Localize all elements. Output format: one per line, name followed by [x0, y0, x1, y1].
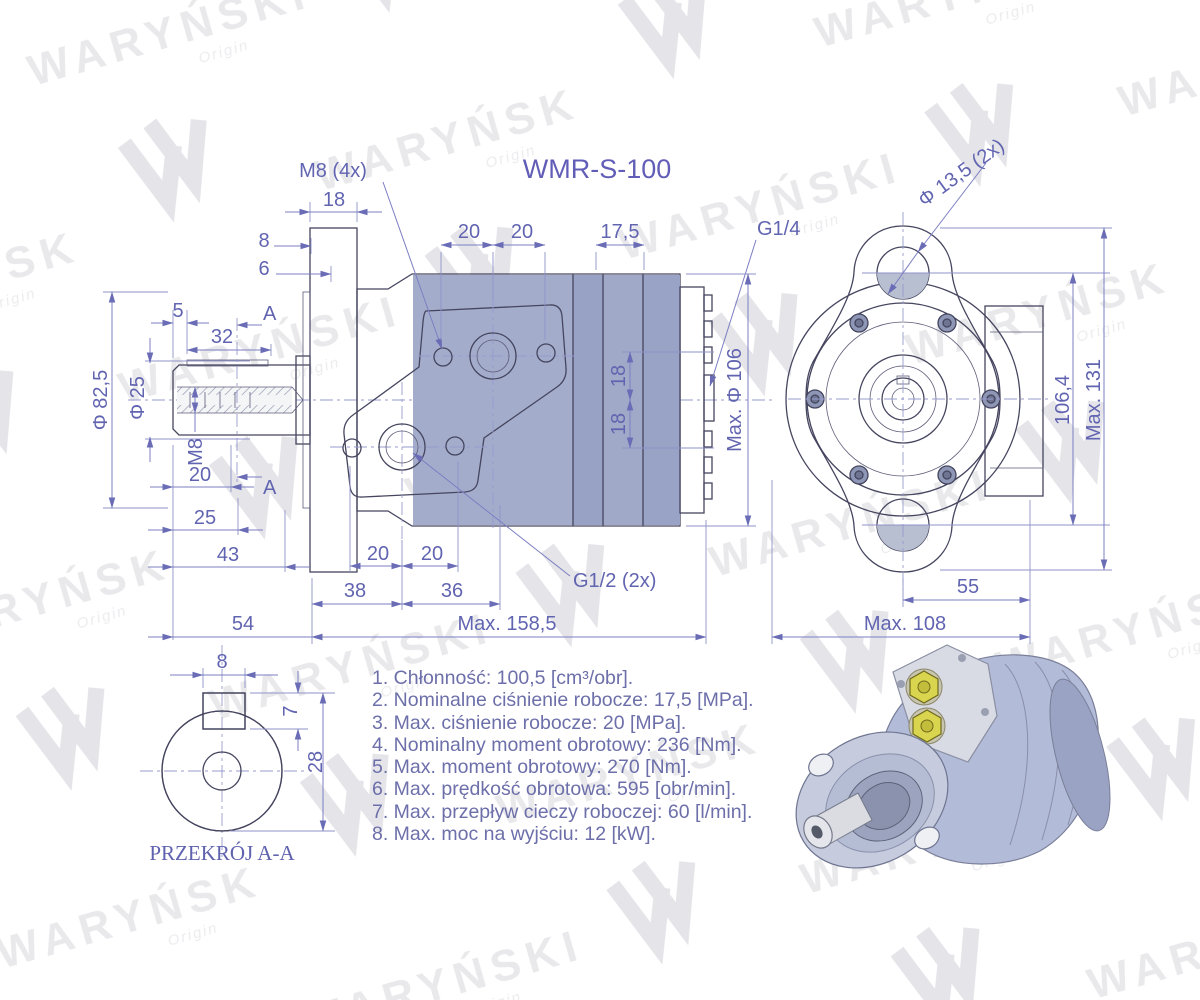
dim-dia-82-5: Φ 82,5 — [90, 370, 112, 430]
dim-36: 36 — [441, 580, 463, 602]
dim-25: 25 — [194, 507, 216, 529]
dim-20-top-a: 20 — [458, 221, 480, 243]
section-dimensions: 8 7 28 — [170, 651, 335, 832]
shaft-front — [881, 377, 925, 421]
dim-32: 32 — [211, 326, 233, 348]
g12-port-bottom — [378, 423, 426, 471]
render-plug-1 — [905, 668, 943, 706]
dim-6: 6 — [258, 258, 269, 280]
dim-max-108: Max. 108 — [864, 613, 946, 635]
dim-max-dia-106: Max. Φ 106 — [724, 348, 746, 452]
front-view: Φ 13,5 (2x) 106,4 Max. 131 55 Max. 108 — [771, 135, 1112, 644]
dim-5: 5 — [172, 300, 183, 322]
dim-38: 38 — [344, 580, 366, 602]
dim-20-thread-depth: 20 — [189, 464, 211, 486]
render-3d — [795, 644, 1111, 869]
g12-port-top — [469, 332, 517, 380]
g14-port-boss — [703, 374, 715, 422]
spec-item-4: 4. Nominalny moment obrotowy: 236 [Nm]. — [372, 734, 742, 756]
spec-item-7: 7. Max. przepływ cieczy roboczej: 60 [l/… — [372, 801, 752, 823]
dim-18-flange: 18 — [323, 189, 345, 211]
dim-20-bottom-b: 20 — [421, 543, 443, 565]
spec-item-5: 5. Max. moment obrotowy: 270 [Nm]. — [372, 756, 692, 778]
m8-holes — [342, 343, 556, 458]
spec-list: 1. Chłonność: 100,5 [cm³/obr]. 2. Nomina… — [372, 667, 754, 845]
section-cut-marks: A A — [236, 303, 277, 499]
dim-20-bottom-a: 20 — [367, 543, 389, 565]
render-port-plate — [892, 644, 998, 763]
port-plate-side — [330, 300, 580, 540]
dim-17-5: 17,5 — [601, 221, 640, 243]
dim-m8-thread: M8 — [185, 438, 207, 466]
spec-item-2: 2. Nominalne ciśnienie robocze: 17,5 [MP… — [372, 689, 754, 711]
dim-54: 54 — [232, 613, 254, 635]
label-g12: G1/2 (2x) — [573, 570, 656, 592]
dim-18-cap-b: 18 — [608, 413, 630, 435]
page-title: WMR-S-100 — [523, 154, 672, 184]
dim-max-131: Max. 131 — [1083, 359, 1105, 441]
dim-106-4: 106,4 — [1052, 375, 1074, 425]
shaft-section — [161, 710, 283, 832]
dim-max-158-5: Max. 158,5 — [458, 613, 557, 635]
dim-8: 8 — [258, 230, 269, 252]
spec-item-1: 1. Chłonność: 100,5 [cm³/obr]. — [372, 667, 633, 689]
label-m8-4x: M8 (4x) — [299, 160, 367, 182]
dim-key-height-7: 7 — [280, 705, 302, 716]
section-caption: PRZEKRÓJ A-A — [149, 841, 295, 865]
dim-dia-25: Φ 25 — [127, 376, 149, 420]
render-shaft — [803, 792, 873, 849]
section-view: 8 7 28 PRZEKRÓJ A-A — [140, 645, 335, 865]
section-mark-a-top: A — [263, 303, 277, 325]
center-bore-section — [202, 751, 242, 791]
dim-key-width-8: 8 — [216, 651, 227, 673]
dim-55: 55 — [957, 576, 979, 598]
side-view-dimensions: 18 8 6 M8 (4x) 5 32 — [90, 160, 800, 644]
spec-item-6: 6. Max. prędkość obrotowa: 595 [obr/min]… — [372, 778, 736, 800]
dim-43: 43 — [217, 544, 239, 566]
dim-20-top-b: 20 — [511, 221, 533, 243]
spec-item-8: 8. Max. moc na wyjściu: 12 [kW]. — [372, 823, 656, 845]
label-g14: G1/4 — [757, 218, 800, 240]
side-view: 18 8 6 M8 (4x) 5 32 — [90, 160, 800, 644]
dim-18-cap-a: 18 — [608, 365, 630, 387]
key-section — [202, 692, 246, 730]
dim-28: 28 — [305, 751, 327, 773]
spec-item-3: 3. Max. ciśnienie robocze: 20 [MPa]. — [372, 712, 686, 734]
section-mark-a-bottom: A — [263, 477, 277, 499]
